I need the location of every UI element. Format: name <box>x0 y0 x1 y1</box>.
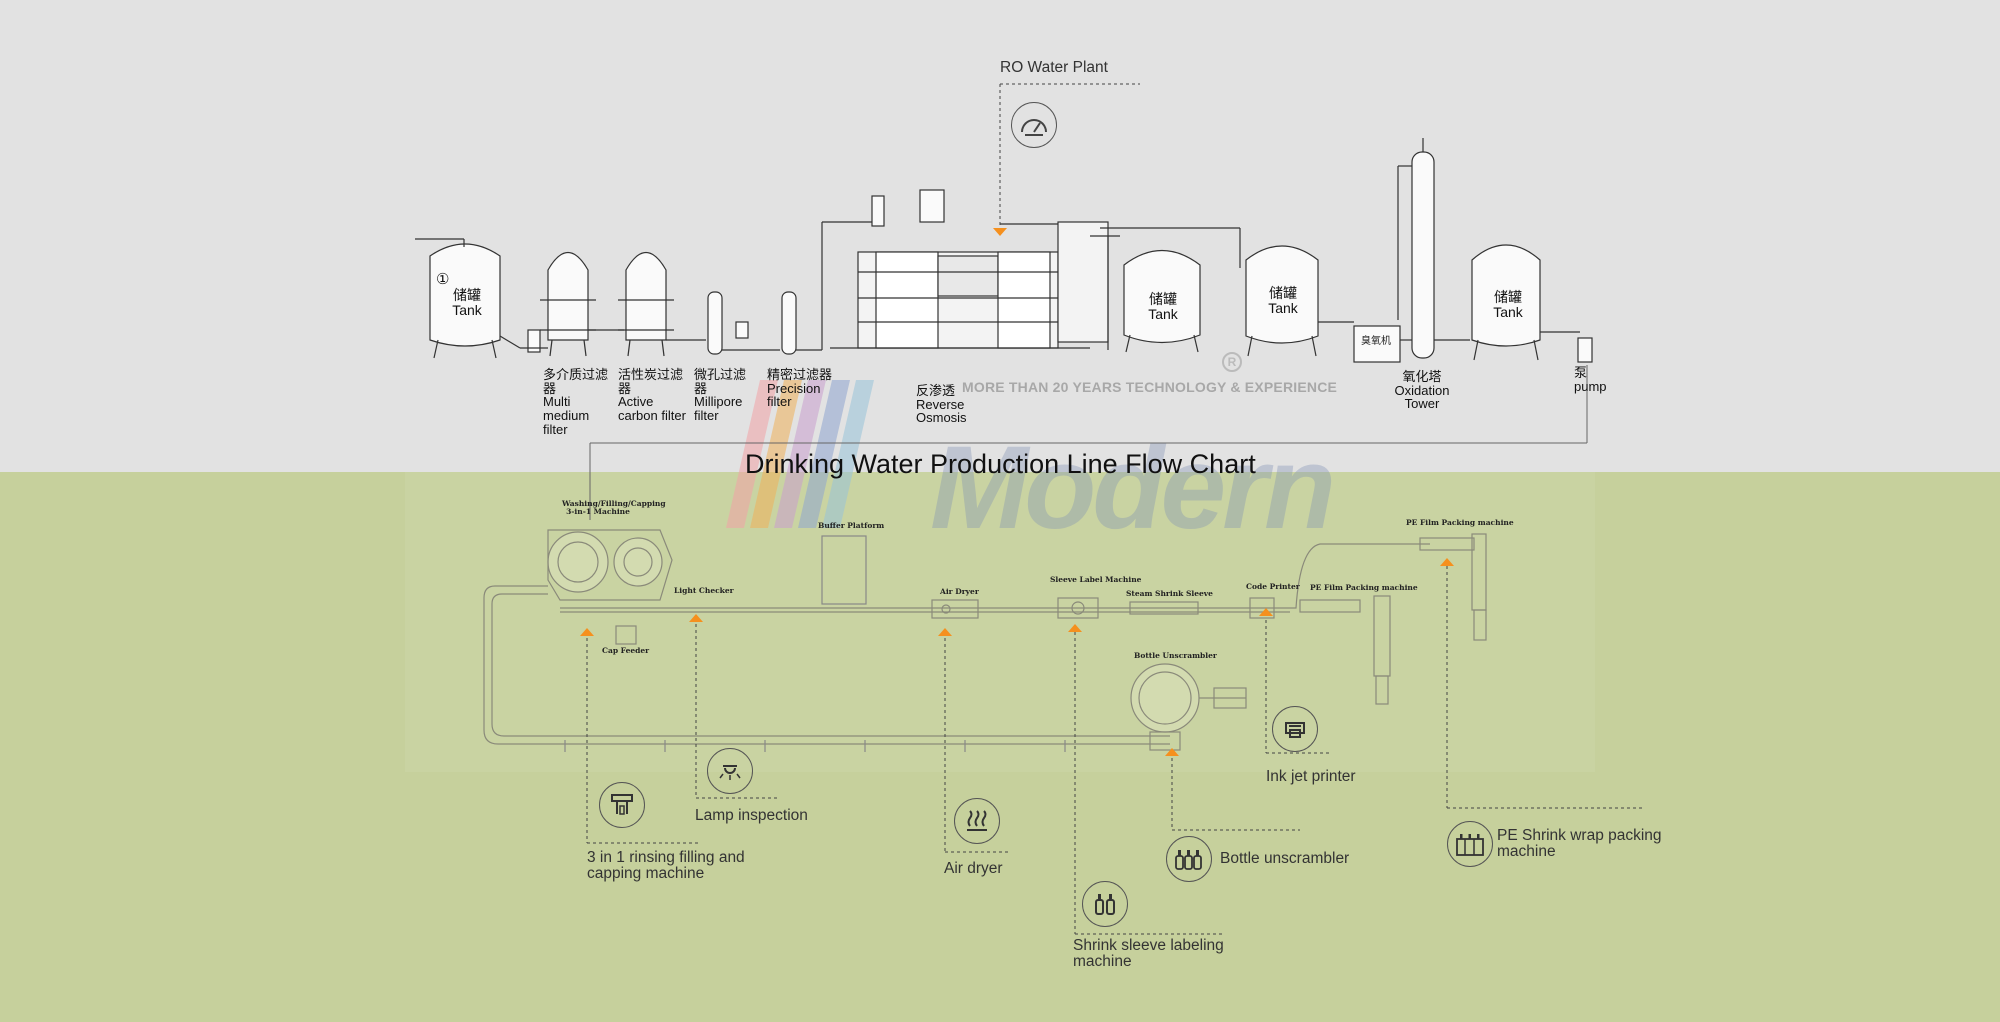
active-carbon-filter-en: Active carbon filter <box>618 394 686 423</box>
registered-mark: R <box>1222 352 1242 372</box>
code-printer-drawing <box>1249 597 1275 619</box>
heat-waves-icon <box>954 798 1000 844</box>
rinsing-arrow-marker <box>580 628 594 636</box>
oxidation-tower-drawing <box>1397 138 1470 359</box>
millipore-filter-zh: 微孔过滤器 <box>694 367 747 396</box>
washing-filling-capping-drawing <box>547 529 673 645</box>
printer-icon <box>1272 706 1318 752</box>
ro-water-plant-label: RO Water Plant <box>1000 59 1108 76</box>
tank-4-zh: 储罐 <box>1494 289 1522 305</box>
pe-film-packing-1-label: PE Film Packing machine <box>1310 583 1418 592</box>
bottle-unscrambler-callout: Bottle unscrambler <box>1220 850 1350 867</box>
tank-1-number: ① <box>436 271 450 288</box>
pe-shrink-arrow-marker <box>1440 558 1454 566</box>
pump-zh: 泵 <box>1574 365 1588 380</box>
bottle-pack-icon <box>1447 821 1493 867</box>
ink-jet-arrow-marker <box>1259 608 1273 616</box>
precision-filter-zh: 精密过滤器 <box>767 367 833 382</box>
tank-2-zh: 储罐 <box>1149 291 1177 307</box>
tank-1-zh: 储罐 <box>453 287 481 303</box>
tank-3-drawing <box>1245 245 1354 357</box>
watermark-tagline: MORE THAN 20 YEARS TECHNOLOGY & EXPERIEN… <box>962 379 1338 395</box>
reverse-osmosis-en: Reverse Osmosis <box>916 396 967 426</box>
tank-3-zh: 储罐 <box>1269 285 1297 301</box>
pe-film-packing-2-drawing <box>1419 533 1487 641</box>
light-checker-label: Light Checker <box>674 586 734 595</box>
active-carbon-filter-label: 活性炭过滤器 Active carbon filter <box>618 368 694 423</box>
pump-label: 泵 pump <box>1574 366 1607 393</box>
lamp-icon <box>707 748 753 794</box>
tank-4-label: 储罐 Tank <box>1491 290 1525 319</box>
shrink-sleeve-arrow-marker <box>1068 624 1082 632</box>
ozone-generator-drawing <box>1353 325 1412 363</box>
production-line-panel <box>405 472 1595 772</box>
reverse-osmosis-drawing <box>830 189 1120 350</box>
oxidation-tower-label: 氧化塔 Oxidation Tower <box>1394 370 1450 411</box>
tank-4-drawing <box>1471 244 1580 361</box>
tank-3-en: Tank <box>1268 299 1298 316</box>
filling-machine-icon <box>599 782 645 828</box>
pump-en: pump <box>1574 378 1607 394</box>
gauge-icon <box>1011 102 1057 148</box>
multi-medium-filter-drawing <box>520 252 624 357</box>
air-dryer-machine-label: Air Dryer <box>940 587 979 596</box>
shrink-sleeve-labeling-callout: Shrink sleeve labeling machine <box>1073 937 1224 970</box>
lamp-arrow-marker <box>689 614 703 622</box>
bottle-unscrambler-machine-label: Bottle Unscrambler <box>1134 651 1217 660</box>
ozone-generator-label: 臭氧机 <box>1361 336 1391 347</box>
watermark-logo-stripes <box>726 380 874 528</box>
watermark-logo-text: Modern <box>930 422 1336 554</box>
tank-1-en: Tank <box>452 301 482 318</box>
active-carbon-filter-drawing <box>618 252 706 357</box>
lamp-inspection-callout: Lamp inspection <box>695 807 808 824</box>
air-dryer-arrow-marker <box>938 628 952 636</box>
sleeve-label-machine-label: Sleeve Label Machine <box>1050 575 1142 584</box>
steam-shrink-sleeve-label: Steam Shrink Sleeve <box>1126 589 1213 598</box>
rinsing-filling-capping-callout: 3 in 1 rinsing filling and capping machi… <box>587 849 745 882</box>
reverse-osmosis-zh: 反渗透 <box>916 383 956 398</box>
millipore-filter-en: Millipore filter <box>694 394 743 423</box>
buffer-platform-label: Buffer Platform <box>818 521 885 530</box>
code-printer-label: Code Printer <box>1246 582 1300 591</box>
unscrambler-arrow-marker <box>1165 748 1179 756</box>
tank-4-en: Tank <box>1493 303 1523 320</box>
buffer-platform-drawing <box>821 535 867 605</box>
multi-medium-filter-label: 多介质过滤器 Multi medium filter <box>543 368 613 436</box>
reverse-osmosis-label: 反渗透 Reverse Osmosis <box>916 384 970 425</box>
cap-feeder-label: Cap Feeder <box>602 646 650 655</box>
air-dryer-callout: Air dryer <box>944 860 1003 877</box>
tank-2-label: 储罐 Tank <box>1146 292 1180 321</box>
pe-film-packing-1-drawing <box>1299 595 1391 705</box>
sleeve-label-drawing <box>1057 597 1199 619</box>
tank-3-label: 储罐 Tank <box>1266 286 1300 315</box>
chart-title: Drinking Water Production Line Flow Char… <box>745 449 1256 479</box>
precision-filter-en: Precision filter <box>767 380 821 410</box>
precision-filter-label: 精密过滤器 Precision filter <box>767 368 837 409</box>
pe-shrink-wrap-callout: PE Shrink wrap packing machine <box>1497 827 1662 860</box>
millipore-filter-label: 微孔过滤器 Millipore filter <box>694 368 758 423</box>
multi-medium-filter-zh: 多介质过滤器 <box>543 367 609 396</box>
oxidation-tower-en: Oxidation Tower <box>1394 382 1450 412</box>
ro-arrow-marker <box>993 228 1007 236</box>
tank-2-drawing <box>1100 227 1241 353</box>
bottles-icon <box>1166 836 1212 882</box>
active-carbon-filter-zh: 活性炭过滤器 <box>618 367 684 396</box>
pump-drawing <box>1577 337 1593 363</box>
air-dryer-drawing <box>931 599 979 619</box>
oxidation-tower-zh: 氧化塔 <box>1402 369 1442 384</box>
ink-jet-printer-callout: Ink jet printer <box>1266 768 1356 785</box>
pe-film-packing-2-label: PE Film Packing machine <box>1406 518 1514 527</box>
tank-1-drawing <box>415 238 521 359</box>
precision-filter-drawing <box>781 221 876 355</box>
millipore-filter-drawing <box>707 291 780 355</box>
tank-1-label: ① 储罐 Tank <box>436 272 482 318</box>
bottle-unscrambler-drawing <box>1130 663 1247 751</box>
multi-medium-filter-en: Multi medium filter <box>543 394 590 437</box>
conveyor-loop <box>483 585 1170 745</box>
washing-filling-capping-label: Washing/Filling/Capping 3-in-1 Machine <box>562 499 666 516</box>
bottles-icon <box>1082 881 1128 927</box>
tank-2-en: Tank <box>1148 305 1178 322</box>
